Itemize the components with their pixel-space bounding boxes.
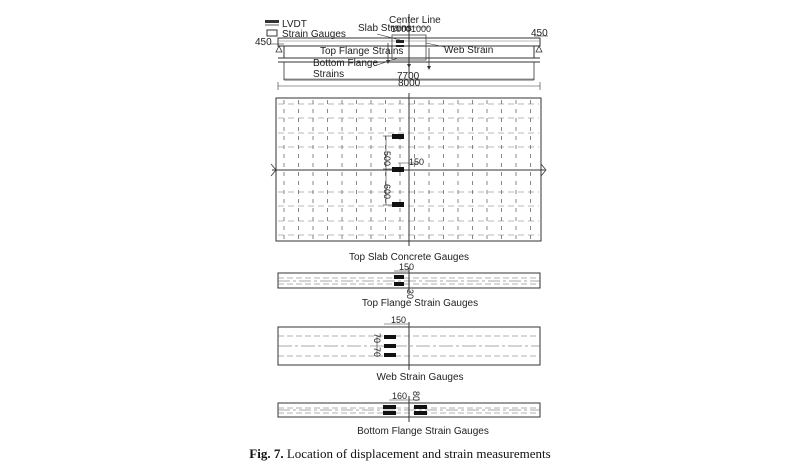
slab-strains-label: Slab Strains <box>358 23 412 34</box>
web-plan-view: 150 70 70 Web Strain Gauges <box>277 315 541 383</box>
figure-caption: Fig. 7. Location of displacement and str… <box>0 446 800 462</box>
lvdt-legend-symbol <box>265 20 279 23</box>
lvdt-legend-label: LVDT <box>282 19 307 30</box>
web-dim-70b: 70 <box>372 347 382 357</box>
web-dim-70a: 70 <box>372 333 382 343</box>
bottom-flange-label: Bottom Flange <box>313 58 378 69</box>
web-dim-150: 150 <box>391 315 406 325</box>
web-title: Web Strain Gauges <box>376 372 463 383</box>
strain-gauge-legend-symbol <box>266 29 278 37</box>
strains-label: Strains <box>313 69 344 80</box>
web-strain-label: Web Strain <box>444 45 493 56</box>
top-flange-title: Top Flange Strain Gauges <box>362 298 478 309</box>
top-flange-dim-30: 30 <box>405 289 415 299</box>
slab-dim-500: 500 <box>382 151 392 166</box>
top-flange-dim-150: 150 <box>399 262 414 272</box>
legend: LVDT Strain Gauges <box>265 19 346 40</box>
center-line-label: Center Line <box>389 15 441 26</box>
bottom-flange-dim-160: 160 <box>392 391 407 401</box>
slab-dim-600: 600 <box>382 184 392 199</box>
slab-plan-title: Top Slab Concrete Gauges <box>349 252 469 263</box>
top-flange-plan-view: 150 30 Top Flange Strain Gauges <box>277 262 541 309</box>
bottom-flange-dim-80: 80 <box>411 391 421 401</box>
top-flange-strains-label: Top Flange Strains <box>320 46 403 57</box>
dim-1000-right: 1000 <box>411 24 431 34</box>
dim-8000: 8000 <box>398 78 421 89</box>
caption-text: Location of displacement and strain meas… <box>286 446 551 461</box>
slab-dim-150: 150 <box>409 157 424 167</box>
dim-1000-left: 1000 <box>391 24 411 34</box>
dim-7700: 7700 <box>397 71 420 82</box>
caption-figure-number: Fig. 7. <box>249 446 284 461</box>
slab-plan-view: 500 150 600 Top Slab Concrete Gauges <box>270 93 547 263</box>
bottom-flange-plan-view: 160 80 Bottom Flange Strain Gauges <box>277 391 541 437</box>
dim-450-left: 450 <box>255 37 272 48</box>
dim-450-right: 450 <box>531 28 548 39</box>
bottom-flange-title: Bottom Flange Strain Gauges <box>357 426 489 437</box>
elevation-view: Slab Strains Center Line 1000 1000 Top F… <box>255 14 548 90</box>
strain-gauges-legend-label: Strain Gauges <box>282 29 346 40</box>
